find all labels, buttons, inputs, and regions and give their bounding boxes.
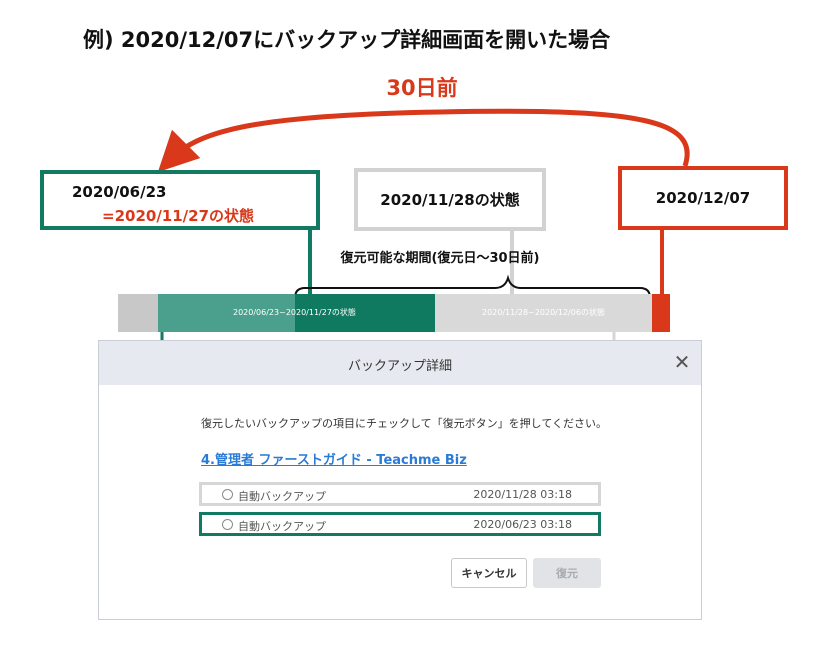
backup-date: 2020/11/28 03:18 xyxy=(473,488,572,501)
backup-row[interactable]: 自動バックアップ 2020/11/28 03:18 xyxy=(199,482,601,506)
timeline-segment-green-light xyxy=(158,294,295,332)
timeline-bar: 2020/06/23~2020/11/27の状態 2020/11/28~2020… xyxy=(118,294,670,332)
backup-radio[interactable] xyxy=(222,489,233,500)
timeline-segment-today xyxy=(652,294,670,332)
backup-date: 2020/06/23 03:18 xyxy=(473,518,572,531)
thirty-days-label: 30日前 xyxy=(386,76,458,100)
dialog-instruction: 復元したいバックアップの項目にチェックして「復元ボタン」を押してください。 xyxy=(201,417,608,430)
restore-button[interactable]: 復元 xyxy=(533,558,601,588)
close-icon[interactable]: ✕ xyxy=(673,350,691,374)
state-box-red: 2020/12/07 xyxy=(618,166,788,230)
backup-label: 自動バックアップ xyxy=(238,520,326,533)
green-box-date: 2020/06/23 xyxy=(72,183,167,201)
backup-row[interactable]: 自動バックアップ 2020/06/23 03:18 xyxy=(199,512,601,536)
cancel-button[interactable]: キャンセル xyxy=(451,558,527,588)
backup-radio[interactable] xyxy=(222,519,233,530)
state-box-gray: 2020/11/28の状態 xyxy=(354,168,546,231)
period-brace xyxy=(294,274,651,299)
timeline-green-text: 2020/06/23~2020/11/27の状態 xyxy=(233,308,356,317)
manual-link[interactable]: 4.管理者 ファーストガイド - Teachme Biz xyxy=(201,453,467,468)
state-box-green: 2020/06/23 =2020/11/27の状態 xyxy=(40,170,320,230)
timeline-segment-gray xyxy=(435,294,652,332)
dialog-title: バックアップ詳細 xyxy=(347,359,452,374)
green-box-state: =2020/11/27の状態 xyxy=(102,207,255,225)
restorable-period-label: 復元可能な期間(復元日〜30日前) xyxy=(340,251,540,266)
timeline-gray-text: 2020/11/28~2020/12/06の状態 xyxy=(482,308,605,317)
backup-detail-dialog: バックアップ詳細 ✕ 復元したいバックアップの項目にチェックして「復元ボタン」を… xyxy=(98,340,702,620)
timeline-segment-green xyxy=(295,294,435,332)
page-heading: 例) 2020/12/07にバックアップ詳細画面を開いた場合 xyxy=(83,28,611,52)
timeline-segment-before xyxy=(118,294,158,332)
dialog-header: バックアップ詳細 ✕ xyxy=(99,341,701,385)
thirty-days-arrow xyxy=(157,108,690,173)
backup-label: 自動バックアップ xyxy=(238,490,326,503)
